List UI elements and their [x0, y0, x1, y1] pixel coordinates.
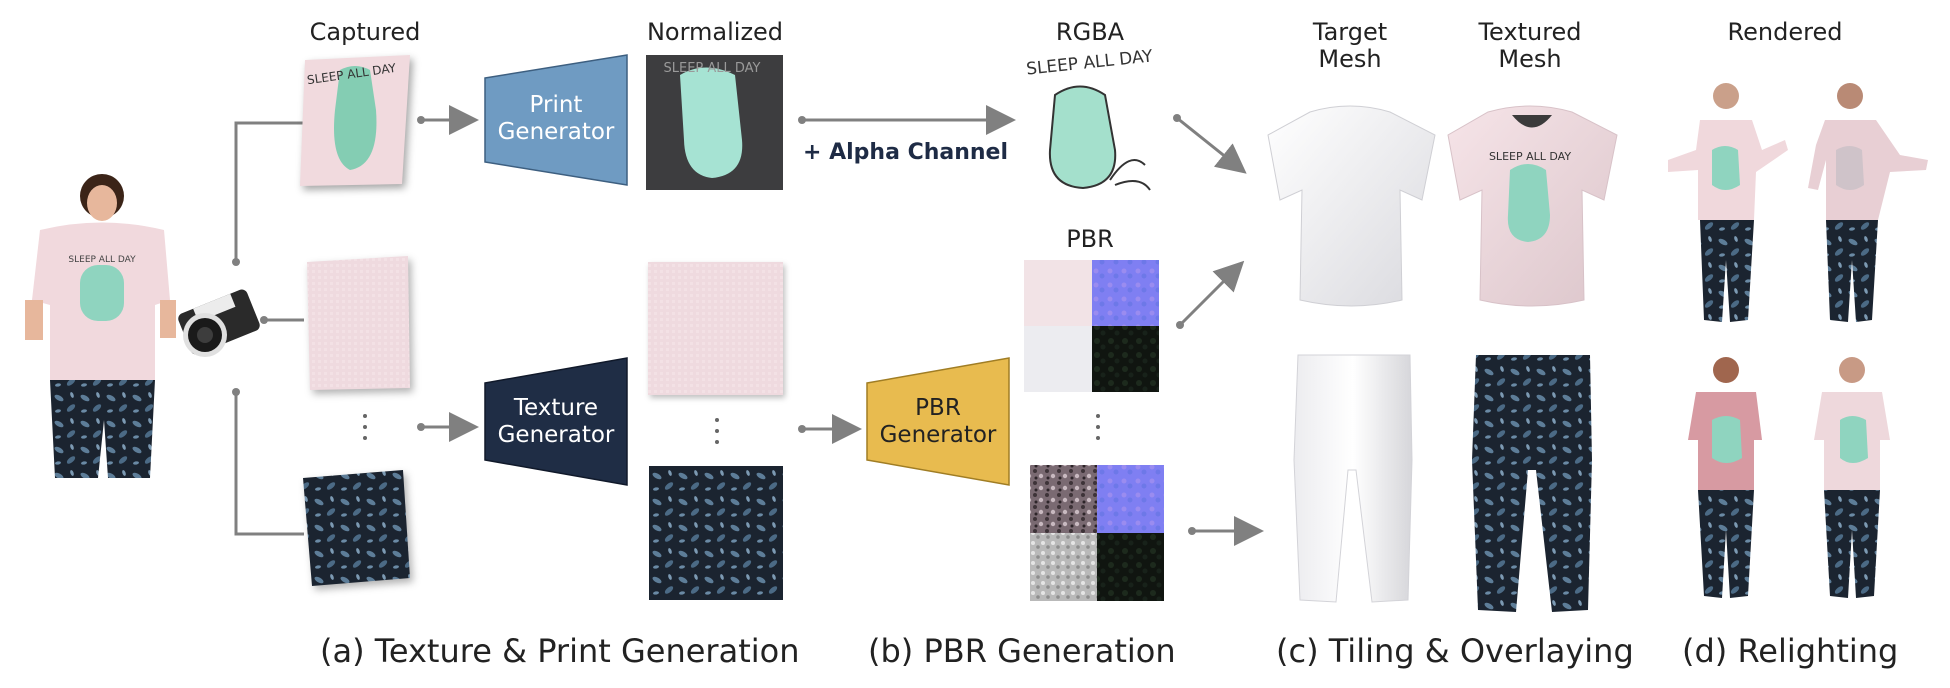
caption-b: (b) PBR Generation — [868, 632, 1176, 670]
ellipsis-captured — [363, 414, 369, 447]
captured-pink-swatch — [307, 256, 410, 390]
rendered-figure-2 — [1808, 83, 1928, 322]
header-target-mesh: Target Mesh — [1312, 18, 1388, 73]
header-normalized: Normalized — [646, 18, 784, 46]
pbr-generator: PBR Generator — [866, 357, 1010, 486]
target-shirt — [1267, 105, 1436, 307]
texture-generator: Texture Generator — [484, 357, 628, 486]
ellipsis-normalized — [715, 418, 721, 451]
rgba-print: SLEEP ALL DAY — [1025, 46, 1154, 191]
caption-c: (c) Tiling & Overlaying — [1276, 632, 1634, 670]
textured-pants — [1472, 355, 1592, 612]
rendered-figure-4 — [1814, 357, 1890, 598]
rendered-figure-1 — [1668, 83, 1788, 322]
target-pants — [1293, 354, 1413, 603]
captured-floral-swatch — [303, 470, 410, 586]
print-generator: Print Generator — [484, 54, 628, 186]
svg-text:Generator: Generator — [880, 422, 997, 448]
normalized-print: SLEEP ALL DAY — [646, 55, 783, 190]
svg-text:SLEEP ALL DAY: SLEEP ALL DAY — [1025, 46, 1154, 79]
caption-d: (d) Relighting — [1682, 632, 1899, 670]
person-photo: SLEEP ALL DAY — [25, 174, 176, 478]
svg-text:PBR: PBR — [915, 395, 961, 421]
ellipsis-pbr — [1096, 414, 1102, 447]
capture-connectors — [234, 121, 304, 536]
header-pbr: PBR — [1066, 225, 1114, 253]
pbr-maps-top — [1024, 260, 1159, 392]
header-captured: Captured — [309, 18, 421, 46]
svg-text:SLEEP ALL DAY: SLEEP ALL DAY — [1489, 150, 1571, 163]
header-rgba: RGBA — [1055, 18, 1125, 46]
rendered-figure-3 — [1688, 357, 1762, 598]
captured-print-swatch: SLEEP ALL DAY — [300, 55, 410, 186]
alpha-channel-label: + Alpha Channel — [803, 140, 1009, 165]
pbr-maps-bottom — [1030, 465, 1164, 601]
normalized-floral — [649, 466, 783, 600]
camera-icon — [178, 289, 260, 357]
svg-text:Print: Print — [530, 92, 583, 118]
svg-text:SLEEP ALL DAY: SLEEP ALL DAY — [663, 61, 760, 76]
svg-text:Texture: Texture — [513, 395, 598, 421]
normalized-pink — [648, 262, 783, 395]
textured-shirt: SLEEP ALL DAY — [1447, 105, 1618, 307]
header-rendered: Rendered — [1727, 18, 1843, 46]
svg-text:Generator: Generator — [498, 119, 615, 145]
svg-text:SLEEP ALL DAY: SLEEP ALL DAY — [68, 255, 136, 265]
header-textured-mesh: Textured Mesh — [1478, 18, 1582, 73]
caption-a: (a) Texture & Print Generation — [320, 632, 800, 670]
svg-text:Generator: Generator — [498, 422, 615, 448]
